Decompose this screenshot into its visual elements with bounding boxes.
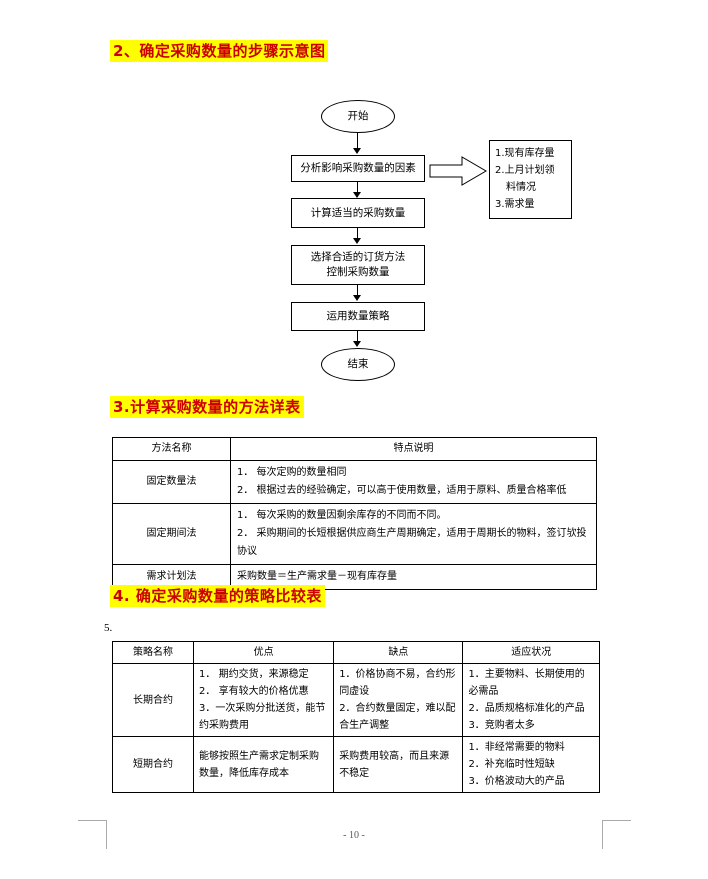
strategy-comparison-table: 策略名称 优点 缺点 适应状况 长期合约 1． 期约交货，来源稳定 2． 享有较… xyxy=(111,641,600,793)
column-header-method-name: 方法名称 xyxy=(112,437,231,461)
crop-mark-right xyxy=(602,820,631,849)
flow-node-analyze-factors: 分析影响采购数量的因素 xyxy=(291,155,425,182)
table-row: 长期合约 1． 期约交货，来源稳定 2． 享有较大的价格优惠 3．一次采购分批送… xyxy=(111,663,600,737)
column-header-cons: 缺点 xyxy=(333,641,464,664)
side-note-line-1: 1.现有库存量 xyxy=(495,148,555,159)
flow-node-calculate-quantity: 计算适当的采购数量 xyxy=(291,198,425,228)
table-row: 固定期间法 1． 每次采购的数量因剩余库存的不同而不同。 2． 采购期间的长短根… xyxy=(112,503,597,565)
method-name-cell: 固定期间法 xyxy=(112,503,231,565)
list-item: 1．价格协商不易，合约形同虚设 xyxy=(339,669,456,697)
method-description-cell: 1． 每次定购的数量相同 2． 根据过去的经验确定，可以高于使用数量，适用于原料… xyxy=(230,460,597,504)
table-row: 固定数量法 1． 每次定购的数量相同 2． 根据过去的经验确定，可以高于使用数量… xyxy=(112,460,597,504)
side-note-line-3: 料情况 xyxy=(506,182,536,193)
strategy-pros-cell: 1． 期约交货，来源稳定 2． 享有较大的价格优惠 3．一次采购分批送货，能节约… xyxy=(193,663,335,737)
flow-arrowhead-2 xyxy=(353,192,361,198)
stray-list-number: 5. xyxy=(104,622,113,634)
list-item: 1．非经常需要的物料 xyxy=(468,742,565,753)
section-heading-4: 4. 确定采购数量的策略比较表 xyxy=(110,585,325,607)
page-number: - 10 - xyxy=(343,830,365,841)
flow-arrowhead-4 xyxy=(353,295,361,301)
flow-side-note-box: 1.现有库存量 2.上月计划领 料情况 3.需求量 xyxy=(489,140,572,219)
method-name-cell: 固定数量法 xyxy=(112,460,231,504)
column-header-suitability: 适应状况 xyxy=(462,641,600,664)
list-item: 1． 期约交货，来源稳定 xyxy=(199,669,309,680)
flow-arrowhead-1 xyxy=(353,148,361,154)
flow-connector-4 xyxy=(357,285,358,296)
strategy-cons-cell: 采购费用较高，而且来源不稳定 xyxy=(333,736,464,793)
flow-arrowhead-5 xyxy=(353,341,361,347)
list-item: 3．价格波动大的产品 xyxy=(468,776,565,787)
section-heading-3: 3.计算采购数量的方法详表 xyxy=(110,396,304,418)
column-header-strategy-name: 策略名称 xyxy=(111,641,195,664)
table-header-row: 方法名称 特点说明 xyxy=(112,437,597,461)
list-item: 2． 享有较大的价格优惠 xyxy=(199,686,309,697)
methods-table: 方法名称 特点说明 固定数量法 1． 每次定购的数量相同 2． 根据过去的经验确… xyxy=(112,437,597,590)
strategy-name-cell: 长期合约 xyxy=(111,663,195,737)
flow-node-line-2: 控制采购数量 xyxy=(326,266,390,278)
flow-connector-2 xyxy=(357,182,358,193)
flow-connector-1 xyxy=(357,133,358,149)
section-heading-2: 2、确定采购数量的步骤示意图 xyxy=(110,40,329,62)
strategy-cons-cell: 1．价格协商不易，合约形同虚设 2．合约数量固定，难以配合生产调整 xyxy=(333,663,464,737)
strategy-pros-cell: 能够按照生产需求定制采购数量，降低库存成本 xyxy=(193,736,335,793)
column-header-description: 特点说明 xyxy=(230,437,597,461)
list-item: 3．竞购者太多 xyxy=(468,720,535,731)
strategy-suitability-cell: 1．非经常需要的物料 2．补充临时性短缺 3．价格波动大的产品 xyxy=(462,736,600,793)
side-note-line-2: 2.上月计划领 xyxy=(495,165,555,176)
flow-connector-3 xyxy=(357,228,358,239)
list-item: 2．补充临时性短缺 xyxy=(468,759,555,770)
list-item: 2．品质规格标准化的产品 xyxy=(468,703,585,714)
flow-node-apply-strategy: 运用数量策略 xyxy=(291,302,425,331)
block-arrow-right-icon xyxy=(429,156,487,186)
list-item: 2．合约数量固定，难以配合生产调整 xyxy=(339,703,456,731)
flow-node-select-ordering-method: 选择合适的订货方法 控制采购数量 xyxy=(291,245,425,285)
list-item: 1． 每次定购的数量相同 xyxy=(237,467,347,478)
table-row: 短期合约 能够按照生产需求定制采购数量，降低库存成本 采购费用较高，而且来源不稳… xyxy=(111,736,600,793)
flow-node-start: 开始 xyxy=(321,100,395,133)
crop-mark-left xyxy=(78,820,107,849)
strategy-suitability-cell: 1．主要物料、长期使用的必需品 2．品质规格标准化的产品 3．竞购者太多 xyxy=(462,663,600,737)
flow-connector-5 xyxy=(357,331,358,342)
method-description-cell: 1． 每次采购的数量因剩余库存的不同而不同。 2． 采购期间的长短根据供应商生产… xyxy=(230,503,597,565)
side-note-line-4: 3.需求量 xyxy=(495,199,535,210)
flow-node-line-1: 选择合适的订货方法 xyxy=(310,251,406,263)
column-header-pros: 优点 xyxy=(193,641,335,664)
list-item: 2． 根据过去的经验确定，可以高于使用数量，适用于原料、质量合格率低 xyxy=(237,485,567,496)
list-item: 2． 采购期间的长短根据供应商生产周期确定，适用于周期长的物料，签订欤投协议 xyxy=(237,528,587,557)
strategy-name-cell: 短期合约 xyxy=(111,736,195,793)
list-item: 1． 每次采购的数量因剩余库存的不同而不同。 xyxy=(237,510,447,521)
list-item: 3．一次采购分批送货，能节约采购费用 xyxy=(199,703,326,731)
list-item: 1．主要物料、长期使用的必需品 xyxy=(468,669,585,697)
flow-node-end: 结束 xyxy=(321,348,395,381)
flow-arrowhead-3 xyxy=(353,238,361,244)
purchase-quantity-flowchart: 开始 分析影响采购数量的因素 计算适当的采购数量 选择合适的订货方法 控制采购数… xyxy=(0,90,708,381)
table-header-row: 策略名称 优点 缺点 适应状况 xyxy=(111,641,600,664)
